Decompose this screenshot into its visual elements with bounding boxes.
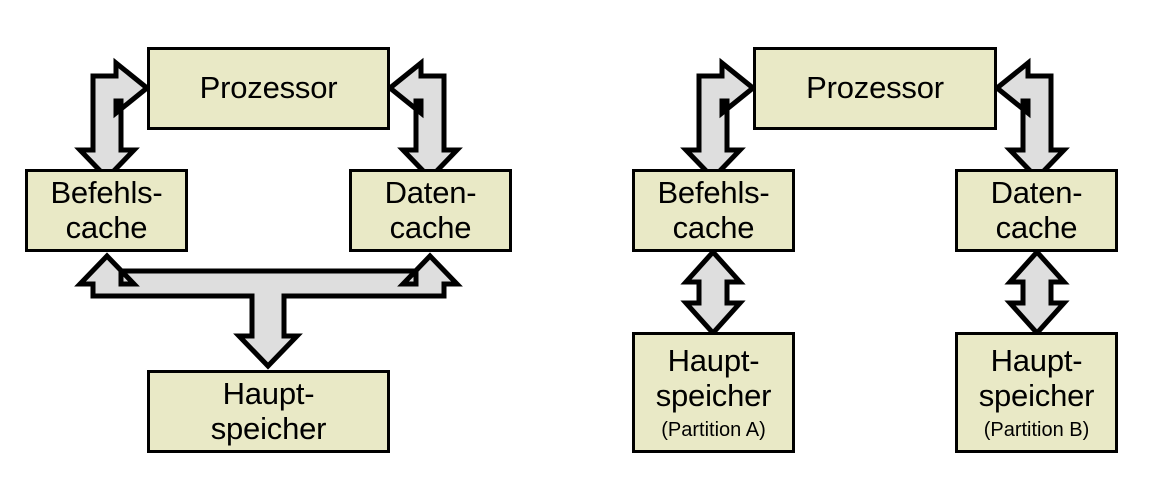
right-main-memory-a-box[interactable]: Haupt- speicher (Partition A) <box>632 332 795 453</box>
right-main-memory-b-partition-label: (Partition B) <box>983 418 1090 441</box>
left-data-cache-label-line1: Daten- <box>384 174 477 210</box>
right-main-memory-a-label-line2: speicher <box>655 377 772 413</box>
right-instruction-cache-box[interactable]: Befehls- cache <box>632 169 795 252</box>
right-instruction-cache-label-line2: cache <box>672 209 755 245</box>
left-data-cache-box[interactable]: Daten- cache <box>349 169 512 252</box>
left-main-memory-box[interactable]: Haupt- speicher <box>147 370 390 453</box>
left-main-memory-label-line2: speicher <box>210 410 327 446</box>
connector-left-caches-to-main-memory <box>74 252 463 370</box>
right-instruction-cache-label-line1: Befehls- <box>657 174 770 210</box>
connector-left-processor-to-data-cache <box>386 57 463 182</box>
right-main-memory-b-box[interactable]: Haupt- speicher (Partition B) <box>955 332 1118 453</box>
connector-right-instruction-cache-to-memory-a <box>680 248 746 337</box>
left-main-memory-label-line1: Haupt- <box>222 375 315 411</box>
connector-right-data-cache-to-memory-b <box>1004 248 1070 337</box>
left-processor-label: Prozessor <box>199 70 338 106</box>
right-data-cache-label-line2: cache <box>995 209 1078 245</box>
left-instruction-cache-label-line2: cache <box>65 209 148 245</box>
right-data-cache-label-line1: Daten- <box>990 174 1083 210</box>
right-processor-box[interactable]: Prozessor <box>753 47 997 130</box>
left-instruction-cache-label-line1: Befehls- <box>50 174 163 210</box>
right-main-memory-b-label-line1: Haupt- <box>990 343 1083 379</box>
right-main-memory-a-label-line1: Haupt- <box>667 343 760 379</box>
left-data-cache-label-line2: cache <box>389 209 472 245</box>
right-main-memory-b-label-line2: speicher <box>978 377 1095 413</box>
left-instruction-cache-box[interactable]: Befehls- cache <box>25 169 188 252</box>
connector-left-processor-to-instruction-cache <box>74 57 151 182</box>
left-processor-box[interactable]: Prozessor <box>147 47 390 130</box>
right-data-cache-box[interactable]: Daten- cache <box>955 169 1118 252</box>
connector-right-processor-to-instruction-cache <box>680 57 757 182</box>
connector-right-processor-to-data-cache <box>993 57 1070 182</box>
right-processor-label: Prozessor <box>806 70 944 106</box>
right-main-memory-a-partition-label: (Partition A) <box>661 418 766 441</box>
